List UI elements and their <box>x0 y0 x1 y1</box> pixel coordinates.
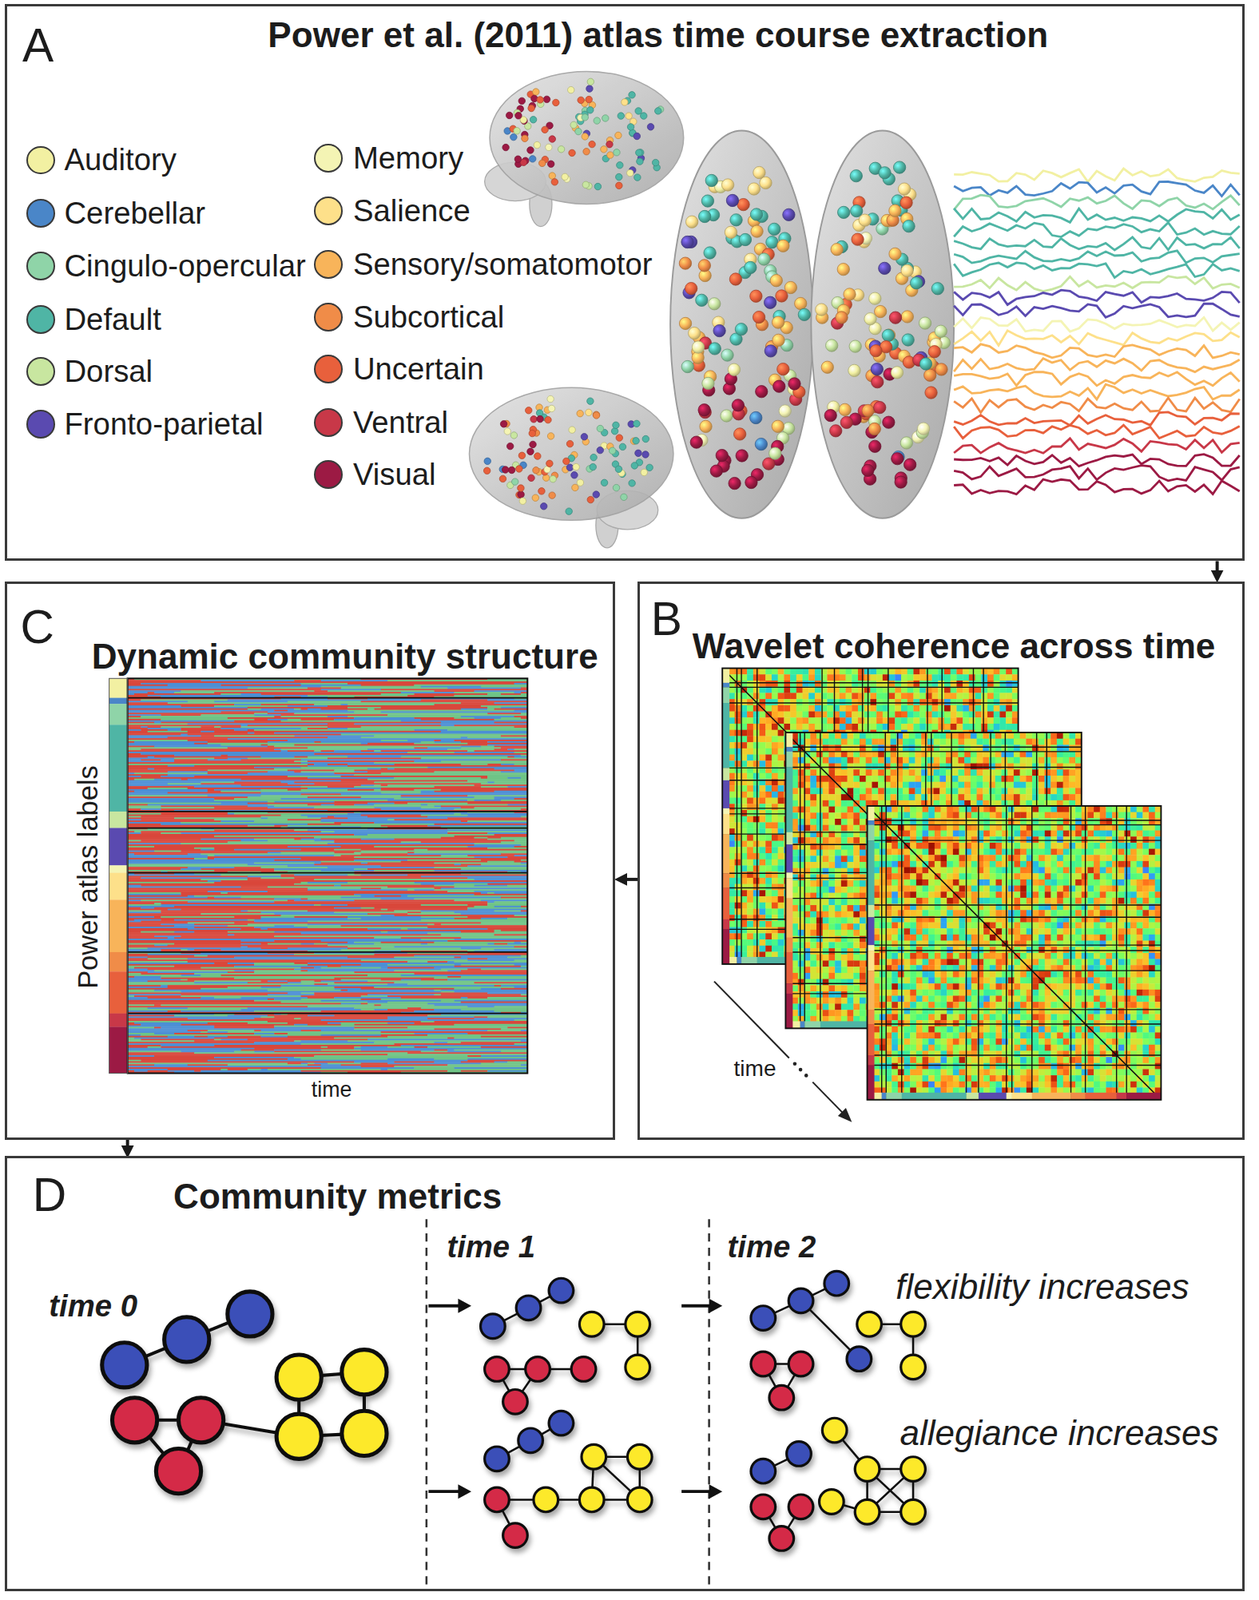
figure-page: APower et al. (2011) atlas time course e… <box>0 0 1259 1600</box>
